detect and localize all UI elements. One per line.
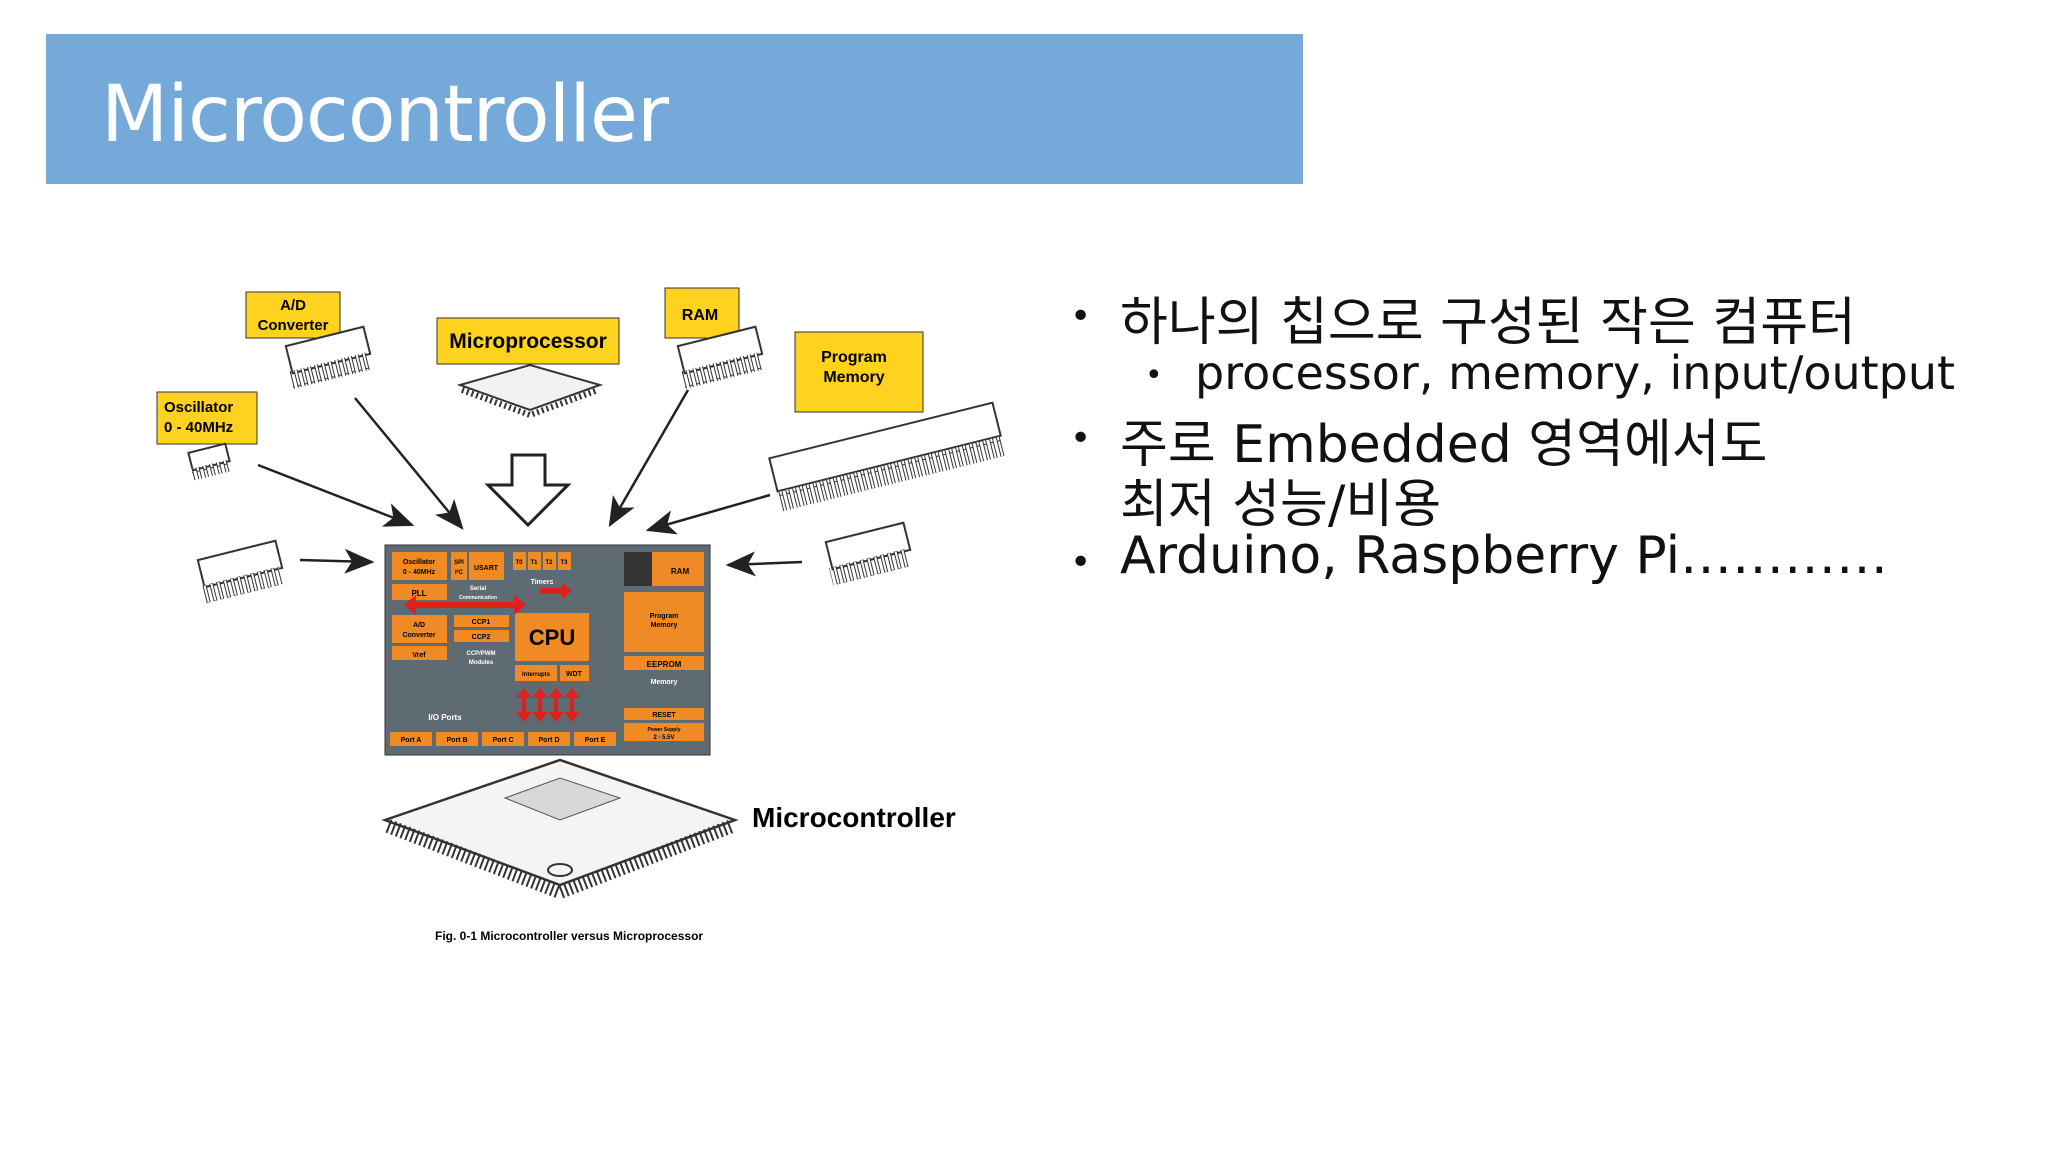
block-diagram: Oscillator 0 - 40MHz PLL SPI I²C USART S… — [384, 544, 711, 756]
bullet-2-line1: 주로 Embedded 영역에서도 — [1120, 415, 1768, 475]
microprocessor-chip — [456, 363, 604, 419]
svg-text:Microprocessor: Microprocessor — [449, 330, 607, 353]
svg-text:T1: T1 — [530, 560, 538, 566]
svg-text:Interrupts: Interrupts — [522, 672, 551, 678]
svg-text:Program: Program — [821, 349, 887, 366]
bullet-dot: • — [1070, 542, 1092, 583]
label-ram: RAM — [664, 287, 740, 339]
microcontroller-chip: Microcontroller — [381, 758, 956, 900]
svg-text:Vref: Vref — [412, 652, 426, 659]
svg-text:Memory: Memory — [651, 622, 678, 629]
title-bar: Microcontroller — [46, 34, 1303, 184]
svg-text:CCP/PWM: CCP/PWM — [467, 651, 496, 657]
figure-caption: Fig. 0-1 Microcontroller versus Micropro… — [435, 929, 703, 943]
bullet-1-sub: processor, memory, input/output — [1195, 346, 1956, 400]
oscillator-chip — [187, 442, 231, 481]
svg-text:Memory: Memory — [651, 679, 678, 686]
arrows — [257, 389, 803, 577]
bullet-2-line2: 최저 성능/비용 — [1120, 475, 1442, 535]
svg-text:0 - 40MHz: 0 - 40MHz — [164, 419, 233, 436]
svg-text:T0: T0 — [515, 560, 523, 566]
ad-chip — [284, 325, 372, 389]
svg-text:2 - 5.5V: 2 - 5.5V — [653, 735, 674, 741]
svg-text:PLL: PLL — [411, 589, 426, 598]
svg-text:T3: T3 — [560, 560, 568, 566]
svg-text:T2: T2 — [545, 560, 553, 566]
svg-text:USART: USART — [474, 565, 499, 572]
svg-text:Program: Program — [650, 613, 679, 620]
svg-text:Converter: Converter — [402, 632, 435, 639]
label-oscillator: Oscillator 0 - 40MHz — [156, 391, 258, 445]
svg-text:Port D: Port D — [539, 737, 560, 744]
svg-text:Modules: Modules — [469, 660, 494, 666]
microcontroller-figure: A/D Converter Microprocessor RAM Program… — [156, 287, 1006, 943]
svg-text:CCP2: CCP2 — [472, 634, 491, 641]
ram-chip — [676, 325, 764, 389]
svg-text:RAM: RAM — [671, 567, 690, 576]
svg-text:RAM: RAM — [682, 307, 718, 324]
svg-text:EEPROM: EEPROM — [647, 660, 682, 669]
label-microprocessor: Microprocessor — [436, 317, 620, 365]
svg-text:Oscillator: Oscillator — [403, 559, 436, 566]
svg-text:A/D: A/D — [413, 622, 425, 629]
svg-text:0 - 40MHz: 0 - 40MHz — [403, 569, 436, 576]
bullet-dot: • — [1145, 358, 1163, 393]
svg-text:CPU: CPU — [529, 625, 575, 650]
svg-text:Port B: Port B — [447, 737, 468, 744]
bullet-dot: • — [1070, 418, 1092, 459]
program-memory-chip — [768, 401, 1006, 512]
svg-text:SPI: SPI — [454, 560, 464, 566]
label-ad-converter: A/D Converter — [245, 291, 341, 339]
microcontroller-label: Microcontroller — [752, 802, 956, 833]
bullet-1: 하나의 칩으로 구성된 작은 컴퓨터 — [1120, 293, 1856, 353]
svg-text:I/O Ports: I/O Ports — [428, 713, 462, 722]
svg-text:RESET: RESET — [652, 712, 676, 719]
svg-text:Port E: Port E — [585, 737, 606, 744]
bullet-3: Arduino, Raspberry Pi………… — [1120, 526, 1889, 586]
svg-text:Converter: Converter — [258, 317, 329, 334]
svg-text:I²C: I²C — [455, 569, 464, 576]
right-chip — [824, 521, 912, 586]
slide-title: Microcontroller — [101, 70, 669, 160]
svg-text:Power Supply: Power Supply — [647, 727, 680, 733]
hollow-down-arrow — [484, 453, 572, 528]
svg-text:Port A: Port A — [401, 737, 422, 744]
svg-text:Serial: Serial — [470, 586, 487, 592]
svg-text:Timers: Timers — [531, 579, 554, 586]
svg-text:Memory: Memory — [823, 369, 884, 386]
label-program-memory: Program Memory — [794, 331, 924, 413]
svg-text:A/D: A/D — [280, 297, 306, 314]
left-chip — [196, 539, 284, 604]
svg-text:CCP1: CCP1 — [472, 619, 491, 626]
svg-text:Communication: Communication — [459, 595, 497, 601]
bullet-dot: • — [1070, 296, 1092, 337]
svg-text:Port C: Port C — [493, 737, 514, 744]
svg-text:WDT: WDT — [566, 671, 583, 678]
svg-text:Oscillator: Oscillator — [164, 399, 233, 416]
